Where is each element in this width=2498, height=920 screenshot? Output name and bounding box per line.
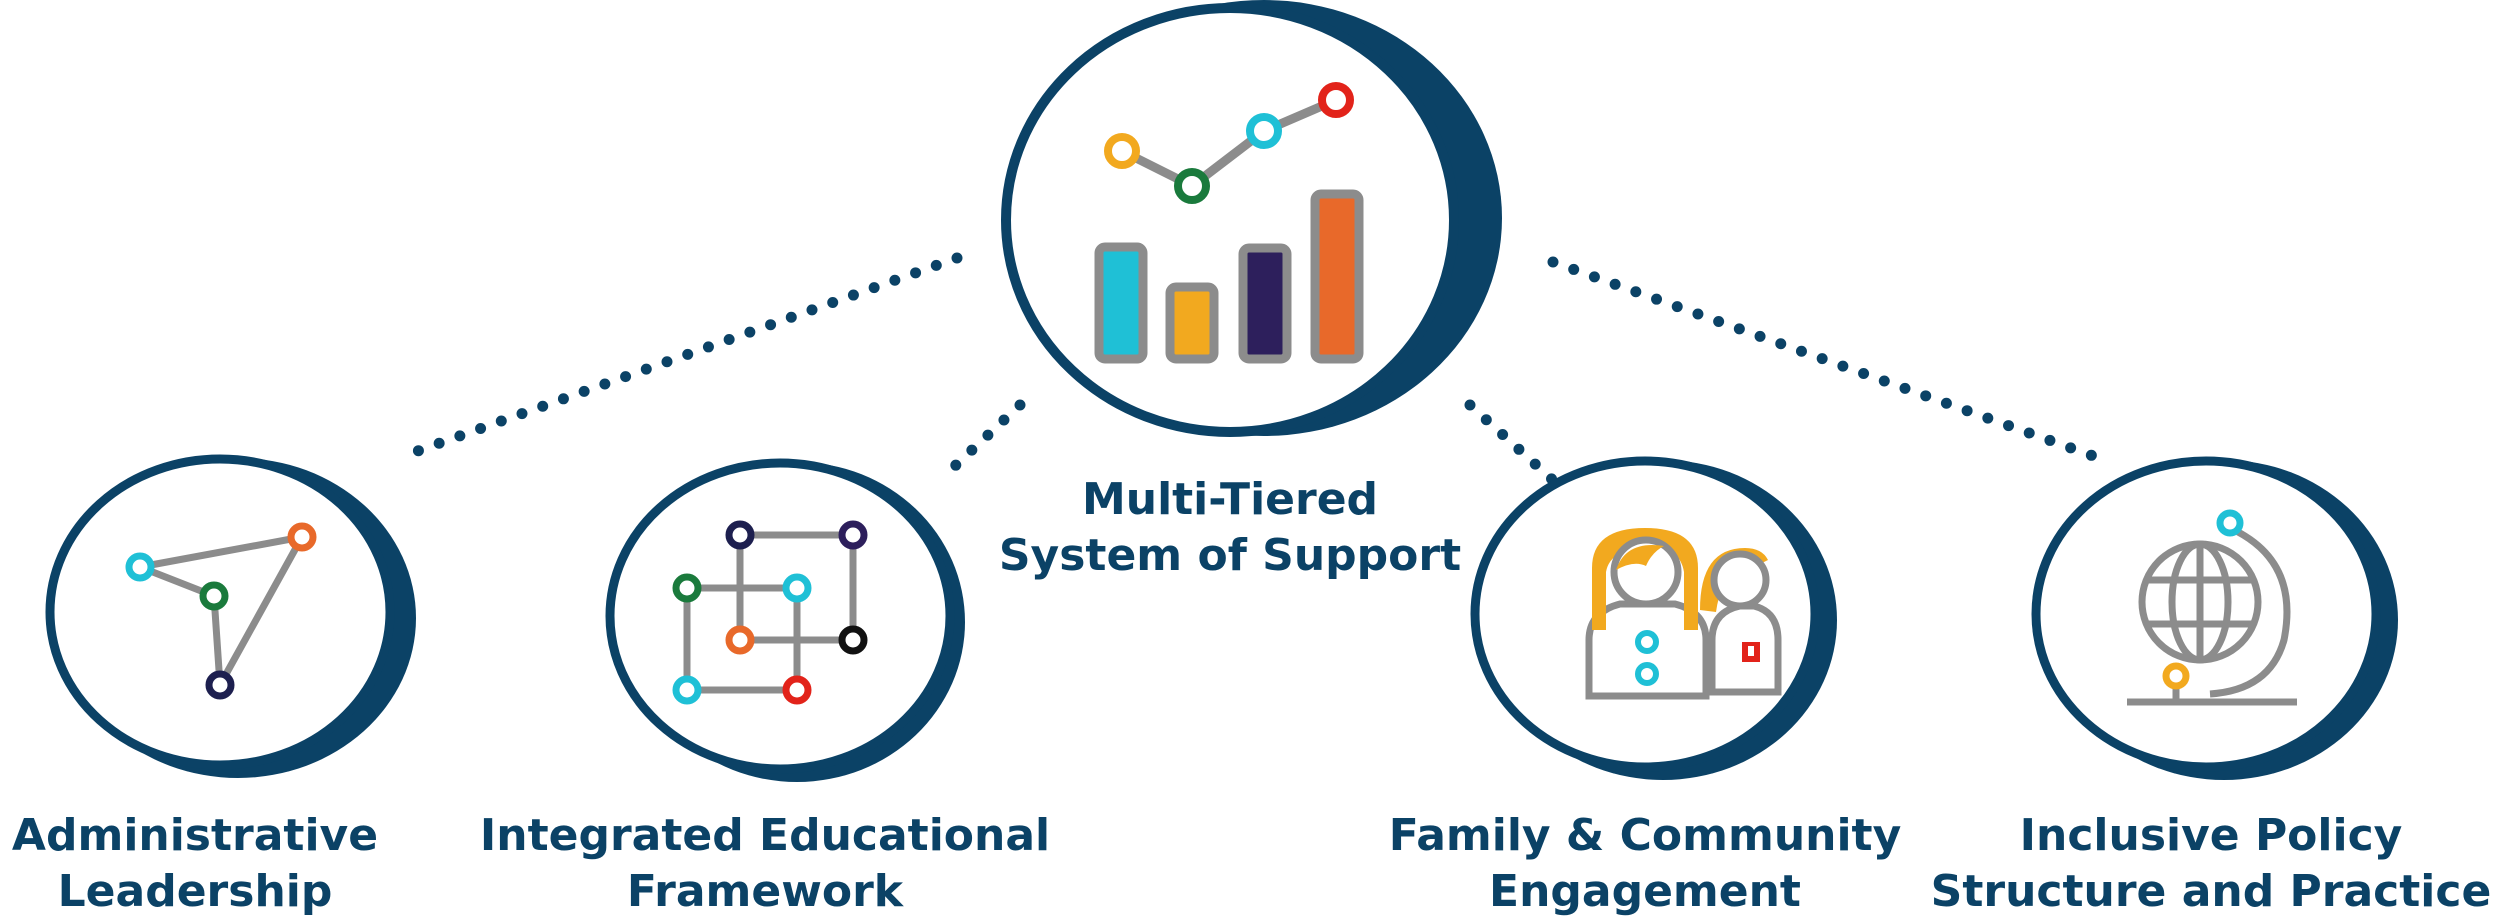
node-label-integrated: Integrated Educational Framework: [470, 808, 1060, 920]
node-label-line1: Administrative: [11, 810, 379, 861]
node-label-line1: Inclusive Policy: [2019, 810, 2403, 861]
family-people-icon: [1585, 528, 1782, 700]
node-label-line1: Integrated Educational: [479, 810, 1051, 861]
connectors: [392, 252, 2116, 488]
node-administrative-leadership: [45, 454, 416, 778]
hub-title-line1: Multi-Tiered: [1081, 474, 1379, 525]
bar-chart-with-trend-line-icon: [1094, 82, 1364, 364]
triangle-network-icon: [125, 522, 317, 700]
connector-family: [1464, 399, 1561, 488]
node-integrated-educational-framework: [605, 458, 965, 782]
connector-inclusive: [1547, 256, 2116, 468]
connector-integrated: [934, 399, 1026, 486]
globe-icon: [2127, 509, 2297, 706]
connector-administrative: [392, 252, 963, 464]
hub-circle: [1001, 3, 1459, 437]
hub-title-line2: System of Support: [998, 530, 1462, 581]
node-label-line2: Engagement: [1489, 866, 1801, 917]
node-label-line2: Leadership: [57, 866, 333, 917]
node-inclusive-policy: [2031, 456, 2398, 780]
hub-label: Multi-Tiered System of Support: [980, 472, 1480, 584]
node-label-family: Family & Community Engagement: [1375, 808, 1915, 920]
grid-network-icon: [672, 520, 868, 705]
node-family-community-engagement: [1470, 456, 1837, 780]
node-label-administrative: Administrative Leadership: [0, 808, 390, 920]
node-label-line2: Framework: [626, 866, 904, 917]
node-label-line1: Family & Community: [1388, 810, 1902, 861]
node-label-line2: Structure and Practice: [1930, 866, 2492, 917]
hub-node: [1001, 0, 1502, 437]
node-label-inclusive: Inclusive Policy Structure and Practice: [1928, 808, 2494, 920]
